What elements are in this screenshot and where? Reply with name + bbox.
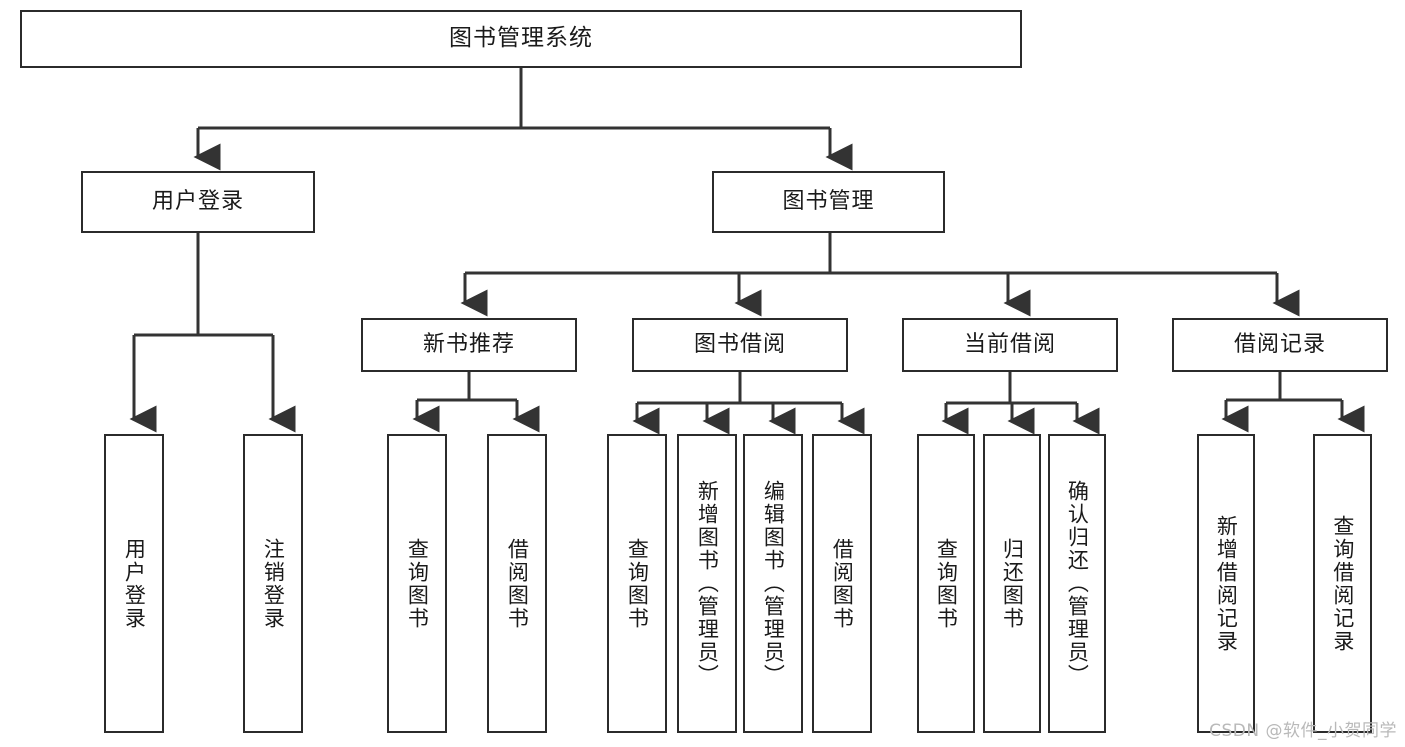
node-leaf-add-book-admin[interactable]: 新增图书（管理员） xyxy=(677,434,737,733)
node-leaf-borrow-book[interactable]: 借阅图书 xyxy=(812,434,872,733)
csdn-watermark: CSDN @软件_小贺同学 xyxy=(1209,721,1397,741)
node-label: 借阅图书 xyxy=(505,537,530,630)
node-label: 查询图书 xyxy=(405,537,430,630)
node-label: 编辑图书（管理员） xyxy=(761,480,786,687)
node-label: 注销登录 xyxy=(261,537,286,630)
node-leaf-user-login[interactable]: 用户登录 xyxy=(104,434,164,733)
node-leaf-query-book-current[interactable]: 查询图书 xyxy=(917,434,975,733)
node-label: 借阅记录 xyxy=(1233,331,1326,357)
node-book-borrow[interactable]: 图书借阅 xyxy=(632,318,848,372)
node-label: 用户登录 xyxy=(122,537,147,630)
node-leaf-query-borrow-record[interactable]: 查询借阅记录 xyxy=(1313,434,1372,733)
node-label: 查询借阅记录 xyxy=(1330,514,1355,653)
node-label: 图书借阅 xyxy=(693,331,786,357)
node-label: 确认归还（管理员） xyxy=(1065,480,1090,687)
node-leaf-edit-book-admin[interactable]: 编辑图书（管理员） xyxy=(743,434,803,733)
node-label: 新增借阅记录 xyxy=(1214,514,1239,653)
node-leaf-return-book[interactable]: 归还图书 xyxy=(983,434,1041,733)
node-borrow-record[interactable]: 借阅记录 xyxy=(1172,318,1388,372)
node-label: 图书管理 xyxy=(782,188,875,214)
node-label: 查询图书 xyxy=(625,537,650,630)
node-new-book-recommend[interactable]: 新书推荐 xyxy=(361,318,577,372)
node-current-borrow[interactable]: 当前借阅 xyxy=(902,318,1118,372)
node-label: 查询图书 xyxy=(934,537,959,630)
node-leaf-confirm-return-admin[interactable]: 确认归还（管理员） xyxy=(1048,434,1106,733)
node-user-login[interactable]: 用户登录 xyxy=(81,171,315,233)
node-root-book-management-system[interactable]: 图书管理系统 xyxy=(20,10,1022,68)
node-book-management[interactable]: 图书管理 xyxy=(712,171,945,233)
node-leaf-query-book-recommend[interactable]: 查询图书 xyxy=(387,434,447,733)
node-leaf-borrow-book-recommend[interactable]: 借阅图书 xyxy=(487,434,547,733)
node-label: 当前借阅 xyxy=(963,331,1056,357)
node-leaf-user-logout[interactable]: 注销登录 xyxy=(243,434,303,733)
node-leaf-add-borrow-record[interactable]: 新增借阅记录 xyxy=(1197,434,1255,733)
node-label: 借阅图书 xyxy=(830,537,855,630)
node-label: 图书管理系统 xyxy=(449,25,593,52)
node-label: 归还图书 xyxy=(1000,537,1025,630)
node-label: 用户登录 xyxy=(151,188,244,214)
node-label: 新增图书（管理员） xyxy=(695,480,720,687)
node-label: 新书推荐 xyxy=(422,331,515,357)
node-leaf-query-book[interactable]: 查询图书 xyxy=(607,434,667,733)
